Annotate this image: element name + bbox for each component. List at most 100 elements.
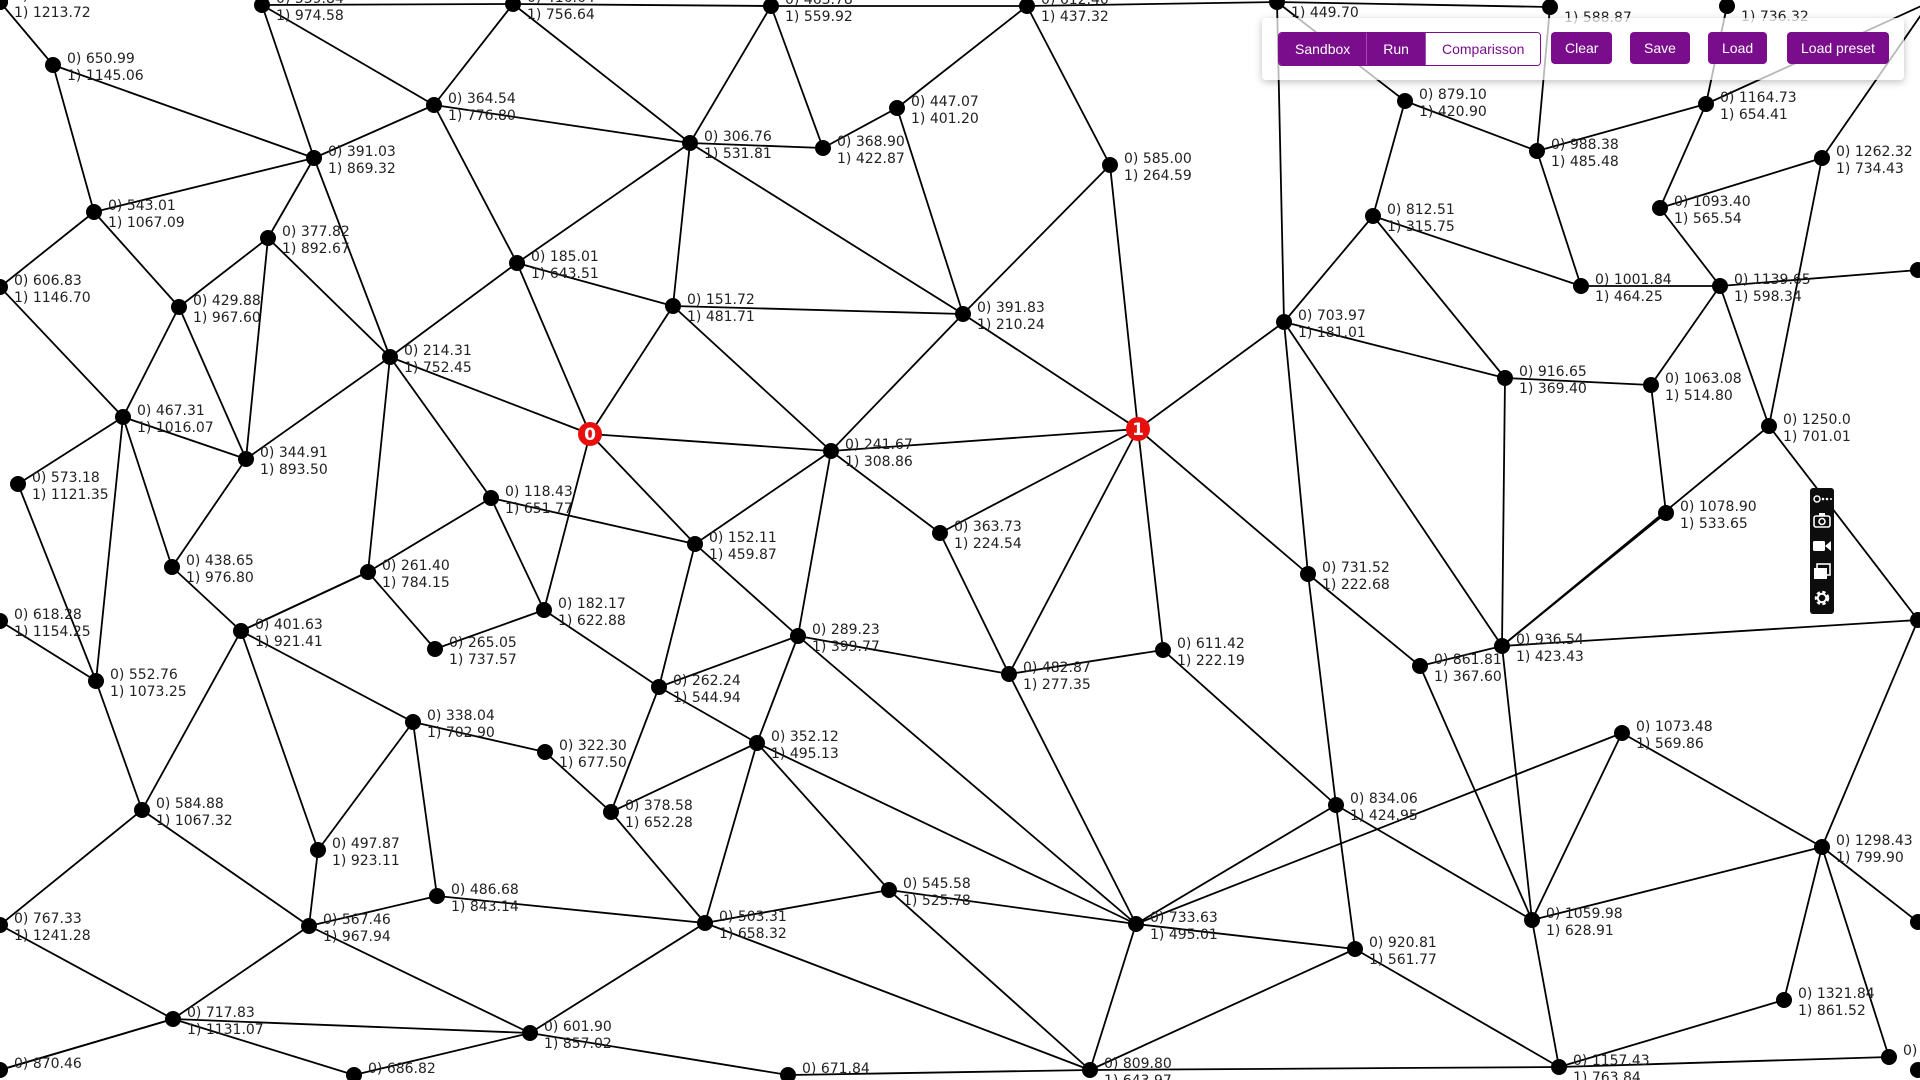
run-mode-button[interactable]: Run xyxy=(1367,33,1426,65)
graph-node[interactable]: 0) 185.011) 643.51 xyxy=(509,249,599,282)
graph-node[interactable]: 0) 809.801) 643.97 xyxy=(1082,1056,1172,1080)
comparison-mode-button[interactable]: Comparisson xyxy=(1425,33,1541,65)
graph-node-dot[interactable] xyxy=(10,476,26,492)
graph-node[interactable]: 0) 391.031) 869.32 xyxy=(306,144,396,177)
graph-node-dot[interactable] xyxy=(536,602,552,618)
graph-node-dot[interactable] xyxy=(165,1011,181,1027)
graph-node-dot[interactable] xyxy=(0,279,8,295)
graph-node[interactable]: 0) 265.051) 737.57 xyxy=(427,635,517,668)
graph-node[interactable]: 0) 1262.321) 734.43 xyxy=(1814,144,1913,177)
graph-node-dot[interactable] xyxy=(1128,916,1144,932)
graph-node-dot[interactable] xyxy=(763,0,779,14)
graph-node[interactable] xyxy=(0,0,8,10)
graph-node[interactable]: 0) 618.281) 1154.25 xyxy=(0,607,91,640)
graph-node[interactable]: 0) 861.811) 367.60 xyxy=(1412,652,1502,685)
graph-node[interactable] xyxy=(1910,612,1920,628)
graph-node-dot[interactable] xyxy=(1155,642,1171,658)
graph-node-dot[interactable] xyxy=(426,97,442,113)
graph-node[interactable]: 0) 151.721) 481.71 xyxy=(665,292,755,325)
clear-button[interactable]: Clear xyxy=(1551,32,1613,64)
graph-node[interactable]: 0) 1078.901) 533.65 xyxy=(1658,499,1757,532)
graph-node[interactable]: 0) 497.871) 923.11 xyxy=(310,836,400,869)
graph-node-dot[interactable] xyxy=(45,57,61,73)
graph-node-dot[interactable] xyxy=(1276,314,1292,330)
graph-node[interactable]: 0) 377.821) 892.67 xyxy=(260,224,350,257)
graph-node[interactable]: 0) 364.541) 776.80 xyxy=(426,91,516,124)
sandbox-mode-button[interactable]: Sandbox xyxy=(1279,33,1368,65)
graph-node-dot[interactable] xyxy=(1910,262,1920,278)
graph-node-dot[interactable] xyxy=(115,409,131,425)
graph-node-dot[interactable] xyxy=(1573,278,1589,294)
graph-node-dot[interactable] xyxy=(429,888,445,904)
graph-node[interactable]: 0) 214.311) 752.45 xyxy=(382,343,472,376)
graph-node-dot[interactable] xyxy=(1652,200,1668,216)
graph-node[interactable]: 0) 767.331) 1241.28 xyxy=(0,911,91,944)
graph-node[interactable]: 0) 467.311) 1016.07 xyxy=(115,403,214,436)
graph-node[interactable]: 0) 322.301) 677.50 xyxy=(537,738,627,771)
load-button[interactable]: Load xyxy=(1708,32,1768,64)
graph-node-dot[interactable] xyxy=(1019,0,1035,14)
graph-node-dot[interactable] xyxy=(1365,208,1381,224)
graph-node-dot[interactable] xyxy=(537,744,553,760)
graph-node-dot[interactable] xyxy=(86,204,102,220)
graph-node[interactable]: 0) 539.841) 974.58 xyxy=(254,0,344,24)
graph-node[interactable]: 0) 338.041) 702.90 xyxy=(405,708,495,741)
graph-node-dot[interactable] xyxy=(134,802,150,818)
load-preset-button[interactable]: Load preset xyxy=(1787,32,1889,64)
graph-node[interactable]: 0) 352.121) 495.13 xyxy=(749,729,839,762)
graph-node-dot[interactable] xyxy=(1712,278,1728,294)
graph-node-dot[interactable] xyxy=(1412,658,1428,674)
graph-node[interactable]: 0) 585.001) 264.59 xyxy=(1102,151,1192,184)
graph-node-dot[interactable] xyxy=(682,135,698,151)
graph-node-dot[interactable] xyxy=(0,917,8,933)
graph-node-dot[interactable] xyxy=(1300,566,1316,582)
graph-node-dot[interactable] xyxy=(697,915,713,931)
graph-node[interactable]: 0) 118.431) 651.77 xyxy=(483,484,573,517)
graph-node[interactable]: 0) 611.421) 222.19 xyxy=(1155,636,1245,669)
graph-node[interactable]: 0) 717.831) 1131.07 xyxy=(165,1005,264,1038)
graph-node[interactable]: 0) 650.991) 1145.06 xyxy=(45,51,144,84)
graph-node[interactable]: 0) 447.071) 401.20 xyxy=(889,94,979,127)
graph-node-dot[interactable] xyxy=(665,298,681,314)
graph-node[interactable]: 0) 812.511) 315.75 xyxy=(1365,202,1455,235)
start-node[interactable]: 1 xyxy=(1126,417,1150,441)
graph-node-dot[interactable] xyxy=(509,255,525,271)
video-icon[interactable] xyxy=(1812,536,1832,556)
graph-node[interactable]: 0) 368.901) 422.87 xyxy=(815,134,905,167)
graph-node[interactable]: 0) 1093.401) 565.54 xyxy=(1652,194,1751,227)
graph-node[interactable]: 0) 601.901) 857.02 xyxy=(522,1019,612,1052)
graph-node[interactable]: 0) 543.011) 1067.09 xyxy=(86,198,185,231)
graph-node[interactable]: 0) 733.631) 495.01 xyxy=(1128,910,1218,943)
graph-node-dot[interactable] xyxy=(1698,96,1714,112)
graph-node-dot[interactable] xyxy=(1910,612,1920,628)
graph-node-dot[interactable] xyxy=(1542,0,1558,15)
graph-node[interactable]: 0) 1059.981) 628.91 xyxy=(1524,906,1623,939)
graph-node-dot[interactable] xyxy=(1497,370,1513,386)
graph-node[interactable]: 0) 703.971) 181.01 xyxy=(1276,308,1366,341)
graph-node-dot[interactable] xyxy=(749,735,765,751)
graph-node-dot[interactable] xyxy=(1910,914,1920,930)
graph-node-dot[interactable] xyxy=(1269,0,1285,10)
graph-node[interactable]: 0) 552.761) 1073.25 xyxy=(88,667,187,700)
graph-node[interactable]: 0) 1063.081) 514.80 xyxy=(1643,371,1742,404)
graph-node[interactable]: 0) 463.781) 559.92 xyxy=(763,0,853,25)
graph-node[interactable]: 0) 378.581) 652.28 xyxy=(603,798,693,831)
graph-node-dot[interactable] xyxy=(603,804,619,820)
graph-node-dot[interactable] xyxy=(346,1067,362,1080)
graph-node-dot[interactable] xyxy=(483,490,499,506)
graph-node-dot[interactable] xyxy=(1761,418,1777,434)
graph-node[interactable]: 0) 612.401) 437.32 xyxy=(1019,0,1109,25)
graph-node-dot[interactable] xyxy=(1881,1049,1897,1065)
graph-node[interactable]: 0) 262.241) 544.94 xyxy=(651,673,741,706)
graph-node[interactable]: 0) 1298.431) 799.90 xyxy=(1814,833,1913,866)
graph-node-dot[interactable] xyxy=(1551,1059,1567,1075)
camera-icon[interactable] xyxy=(1812,510,1832,530)
graph-node[interactable]: 0) 584.881) 1067.32 xyxy=(134,796,233,829)
graph-node-dot[interactable] xyxy=(171,299,187,315)
graph-node-dot[interactable] xyxy=(881,882,897,898)
link-settings-icon[interactable] xyxy=(1812,492,1832,506)
graph-node[interactable]: 0) 1164.731) 654.41 xyxy=(1698,90,1797,123)
graph-node-dot[interactable] xyxy=(254,0,270,13)
graph-node-dot[interactable] xyxy=(1082,1062,1098,1078)
graph-node-dot[interactable] xyxy=(0,1062,8,1078)
